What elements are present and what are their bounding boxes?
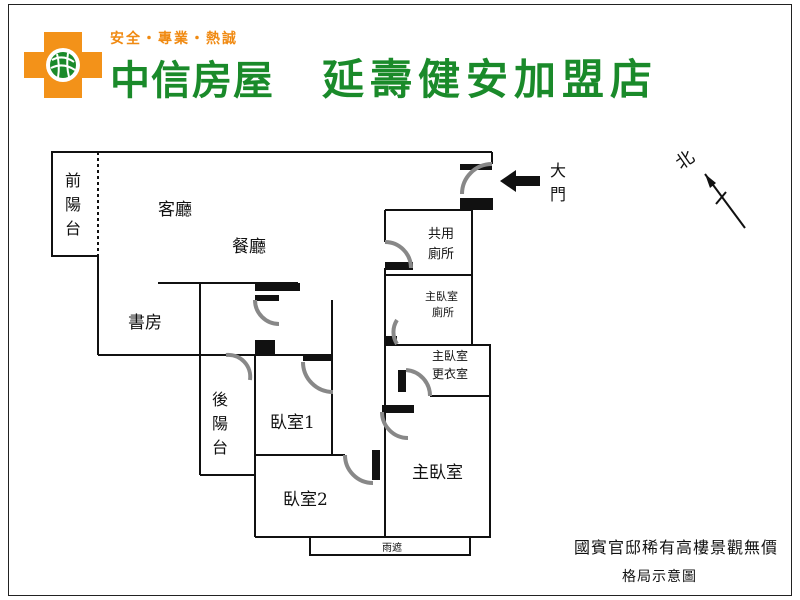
back-balcony-door-arc [225,352,253,381]
bedroom1-door-arc [301,361,334,394]
footer-caption: 格局示意圖 [622,569,697,585]
front-door-arc [460,162,493,195]
label-entrance-2: 門 [550,185,566,204]
label-front-balcony-2: 陽 [65,195,81,214]
label-bedroom-1: 臥室1 [270,413,315,433]
label-north: 北 [672,147,699,175]
label-living-room: 客廳 [158,200,192,220]
label-shared-bath-2: 廁所 [428,246,454,262]
label-bedroom-2: 臥室2 [283,490,328,510]
master-bath-door-arc [391,318,399,346]
label-study: 書房 [128,313,162,333]
door-arcs [225,162,493,485]
label-back-balcony-1: 後 [212,390,228,409]
label-master-bath-2: 廁所 [432,305,454,319]
label-master-bedroom: 主臥室 [412,463,463,483]
entrance-arrow-icon [500,170,540,192]
master-door-arc [380,411,409,440]
compass-icon [704,173,746,229]
bedroom2-door-arc [343,454,374,485]
study-door-arc [253,299,280,326]
label-back-balcony-2: 陽 [212,414,228,433]
shared-bath-door-arc [384,240,413,269]
label-eaves: 雨遮 [382,541,402,554]
label-back-balcony-3: 台 [212,438,228,457]
label-entrance-1: 大 [550,161,566,180]
label-dining-room: 餐廳 [232,237,266,257]
label-front-balcony-1: 前 [65,171,81,190]
store-name: 延壽健安加盟店 [322,55,659,104]
label-shared-bath-1: 共用 [428,227,454,242]
footer-slogan: 國賓官邸稀有高樓景觀無價 [573,538,778,557]
label-master-closet-1: 主臥室 [432,348,468,363]
logo-icon [24,32,102,98]
brand-name: 中信房屋 [110,58,274,104]
closet-door-arc [405,368,433,397]
brand-tagline: 安全・專業・熱誠 [110,31,238,47]
label-master-closet-2: 更衣室 [432,366,468,381]
label-front-balcony-3: 台 [65,219,81,238]
outer-frame [8,4,792,596]
label-master-bath-1: 主臥室 [425,289,458,303]
